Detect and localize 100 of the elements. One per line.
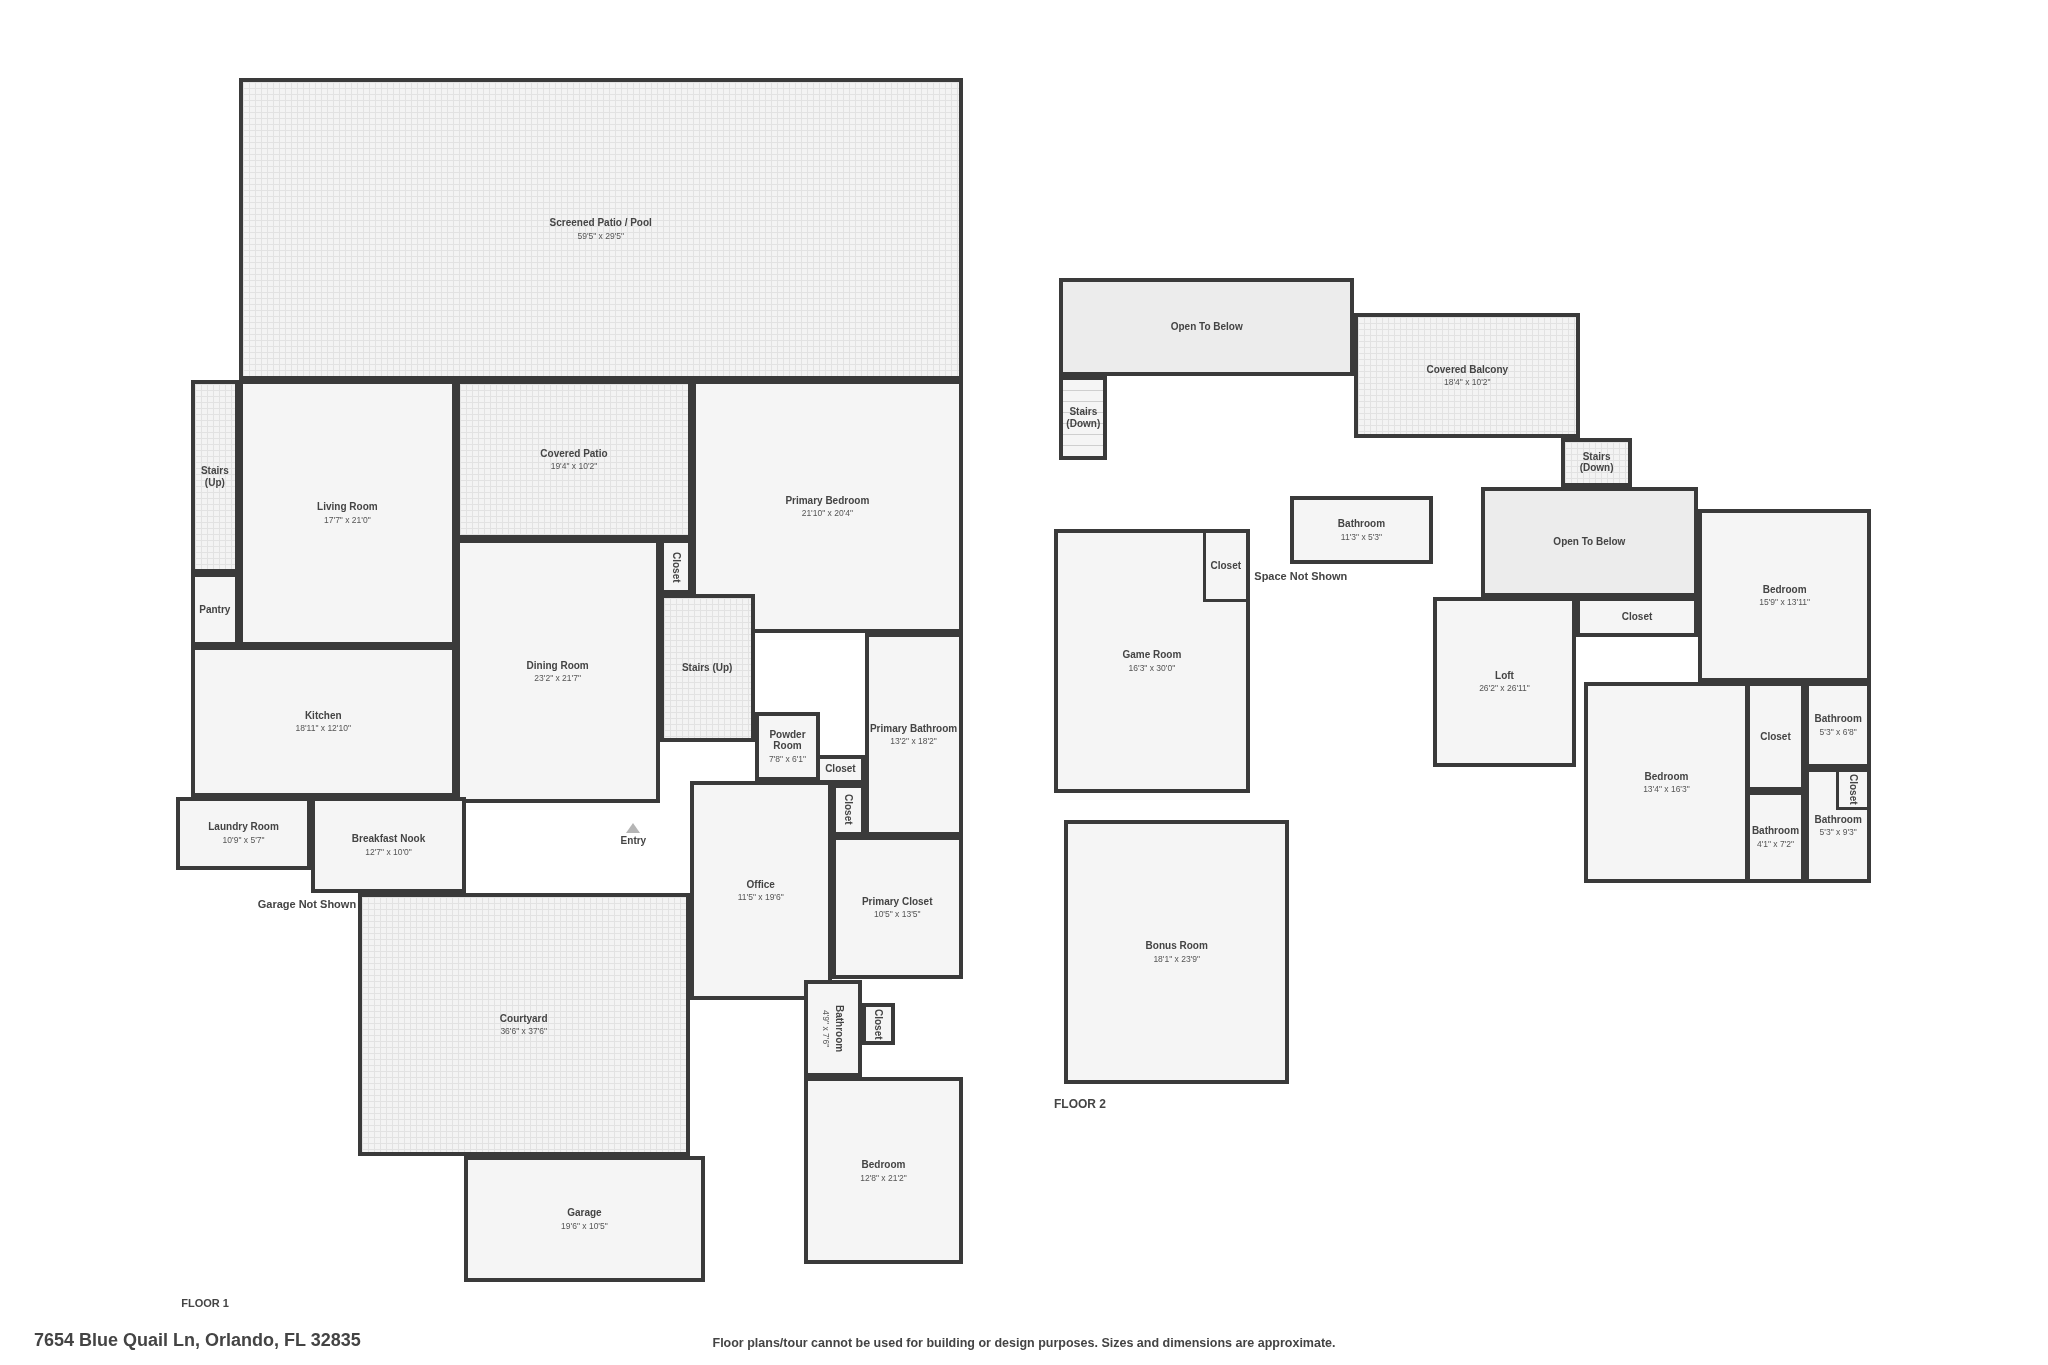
- room-name: Closet: [1847, 774, 1860, 805]
- room-dimensions: 15'9" x 13'11": [1759, 597, 1810, 608]
- room-name: Closet: [872, 1008, 884, 1040]
- room-dimensions: 23'2" x 21'7": [534, 673, 581, 683]
- room-name: Closet: [842, 794, 854, 825]
- room-name: Laundry Room: [208, 821, 279, 833]
- room-dimensions: 59'5" x 29'5": [577, 230, 625, 241]
- hatched-room: [455, 380, 693, 540]
- room: [176, 796, 311, 870]
- room: [1804, 681, 1872, 768]
- hatched-room: [357, 893, 690, 1156]
- room: [1202, 532, 1246, 603]
- room-name: Bonus Room: [1145, 940, 1208, 952]
- room-name: Closet: [1210, 560, 1242, 572]
- room-dimensions: 10'5" x 13'5": [873, 909, 921, 920]
- room: [689, 781, 832, 1001]
- floor-label: FLOOR 1: [181, 1297, 229, 1310]
- room: [831, 835, 963, 980]
- disclaimer-text: Floor plans/tour cannot be used for building or design purposes. Sizes and dimensions are approximate.: [712, 1336, 1336, 1350]
- room-name: Office: [746, 878, 775, 891]
- note-text: Garage Not Shown: [257, 897, 357, 910]
- room-name: Closet: [1621, 611, 1653, 623]
- room-name: Covered Patio: [540, 447, 608, 460]
- room-name: Screened Patio / Pool: [549, 217, 652, 229]
- room-name: Closet: [1760, 730, 1791, 743]
- room: [1697, 509, 1872, 682]
- room-dimensions: 11'5" x 19'6": [737, 892, 784, 903]
- room: [310, 796, 467, 894]
- note-text: Space Not Shown: [1254, 569, 1348, 582]
- room-name: Stairs (Up): [681, 662, 733, 674]
- room-dimensions: 5'3" x 9'3": [1819, 827, 1857, 838]
- room-dimensions: 4'1" x 7'2": [1756, 838, 1795, 849]
- room-name: Closet: [670, 551, 682, 583]
- room-dimensions: 19'4" x 10'2": [550, 461, 598, 472]
- room-dimensions: 12'8" x 21'2": [860, 1172, 907, 1183]
- room: [1804, 767, 1872, 883]
- room-name: Bathroom: [1814, 713, 1862, 725]
- room-dimensions: 21'10" x 20'4": [801, 508, 853, 519]
- room-dimensions: 5'3" x 6'8": [1819, 726, 1857, 737]
- room: [804, 979, 862, 1078]
- room-name: Primary Bedroom: [785, 494, 870, 507]
- open-area: [1059, 278, 1355, 377]
- room-name: Closet: [825, 763, 856, 775]
- stair-area: [1059, 376, 1108, 460]
- room-name: Bedroom: [1762, 583, 1807, 596]
- room-name: Courtyard: [499, 1012, 548, 1025]
- room-dimensions: 36'6" x 37'6": [500, 1026, 547, 1037]
- room-name: Bathroom: [1337, 518, 1386, 530]
- room: [1053, 528, 1250, 793]
- room-name: Bedroom: [1644, 770, 1689, 782]
- room-name: Primary Closet: [861, 895, 933, 908]
- room-dimensions: 10'9" x 5'7": [222, 834, 265, 845]
- room-name: Stairs (Down): [1065, 406, 1102, 430]
- room-name: Entry: [620, 834, 647, 847]
- room-name: Open To Below: [1553, 536, 1626, 548]
- room-name: Game Room: [1122, 649, 1182, 661]
- room-name: Bedroom: [861, 1159, 906, 1171]
- room-dimensions: 26'2" x 26'11": [1479, 683, 1530, 694]
- room-name: Bathroom: [833, 1004, 845, 1053]
- room: [1584, 681, 1749, 883]
- floor-label: FLOOR 2: [1054, 1096, 1107, 1111]
- room-dimensions: 18'1" x 23'9": [1153, 953, 1200, 964]
- room-name: Living Room: [317, 501, 378, 513]
- room: [1064, 820, 1289, 1084]
- room: [804, 1077, 963, 1265]
- hatched-room: [659, 594, 755, 742]
- room: [659, 539, 693, 595]
- room-name: Open To Below: [1170, 321, 1243, 333]
- room-name: Garage: [567, 1207, 602, 1219]
- hatched-room: [190, 380, 239, 574]
- room-name: Bathroom: [1814, 813, 1862, 826]
- room-name: Dining Room: [526, 659, 589, 671]
- hatched-room: [1354, 313, 1581, 438]
- hatched-room: [239, 78, 963, 381]
- room-dimensions: 17'7" x 21'0": [324, 515, 371, 525]
- room-name: Kitchen: [304, 709, 342, 722]
- room-name: Stairs (Up): [199, 465, 230, 489]
- room-name: Covered Balcony: [1426, 363, 1509, 376]
- room-name: Stairs (Down): [1578, 450, 1615, 474]
- room-dimensions: 18'11" x 12'10": [295, 723, 351, 734]
- room-dimensions: 13'4" x 16'3": [1643, 784, 1690, 794]
- room: [861, 1003, 895, 1045]
- address-title: 7654 Blue Quail Ln, Orlando, FL 32835: [34, 1330, 361, 1351]
- room-dimensions: 7'8" x 6'1": [768, 753, 807, 764]
- room-name: Breakfast Nook: [351, 833, 426, 845]
- room: [1746, 681, 1805, 792]
- room-dimensions: 19'6" x 10'5": [561, 1220, 608, 1231]
- room-dimensions: 11'3" x 5'3": [1340, 531, 1383, 542]
- room-dimensions: 4'9" x 7'6": [821, 1009, 832, 1048]
- room: [1836, 771, 1868, 810]
- room-name: Primary Bathroom: [869, 722, 958, 735]
- hatched-room: [1560, 437, 1633, 488]
- room-dimensions: 18'4" x 10'2": [1443, 377, 1491, 388]
- room: [754, 711, 821, 781]
- room-name: Bathroom: [1751, 825, 1800, 837]
- room-name: Loft: [1495, 669, 1514, 682]
- room-dimensions: 12'7" x 10'0": [365, 846, 412, 857]
- room-dimensions: 16'3" x 30'0": [1128, 662, 1176, 673]
- room-dimensions: 13'2" x 18'2": [890, 736, 937, 747]
- room: [463, 1155, 706, 1283]
